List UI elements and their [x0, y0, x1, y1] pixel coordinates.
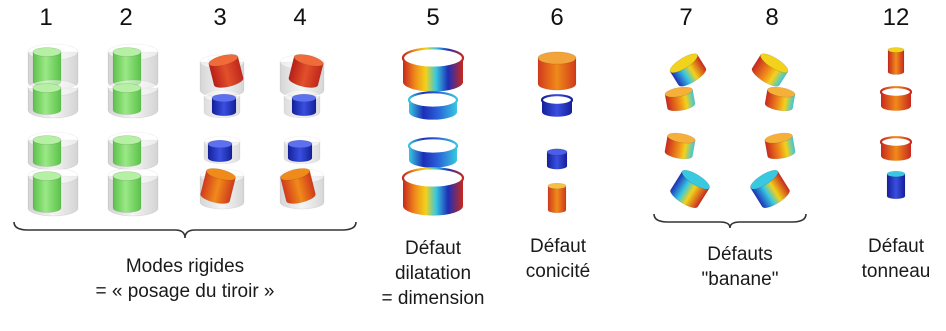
mode3-blue-upper [211, 93, 237, 117]
mode7-lower [664, 132, 696, 160]
label-dilatation: Défaut dilatation = dimension [358, 236, 508, 311]
mode4-red-bottom [280, 168, 316, 204]
label-dilatation-line2: dilatation [394, 263, 472, 284]
mode4-blue-lower [287, 139, 313, 163]
mode7-upper [664, 86, 696, 112]
mode6-top [537, 51, 577, 91]
mode-number-3: 3 [213, 4, 227, 31]
brace-banane [653, 213, 807, 229]
mode8-upper [764, 86, 796, 112]
mode8-lower [764, 132, 796, 160]
label-banane-line1: Défauts [707, 244, 773, 265]
mode4-red-top [288, 54, 324, 88]
mode2-green-cylinder-2 [112, 83, 142, 115]
mode7-bottom [670, 169, 710, 209]
mode1-green-cylinder-3 [32, 135, 62, 167]
mode5-ring-2 [407, 91, 459, 120]
label-conicite-line1: Défaut [530, 236, 586, 257]
mode-number-7: 7 [679, 4, 693, 31]
label-rigid-line2: = « posage du tiroir » [95, 281, 275, 302]
label-dilatation-line3: = dimension [381, 288, 485, 309]
mode6-ring [540, 94, 574, 117]
mode1-green-cylinder-4 [32, 171, 62, 213]
mode2-green-cylinder-3 [112, 135, 142, 167]
mode12-top [887, 47, 905, 75]
mode8-top [751, 53, 789, 87]
mode4-blue-upper [291, 93, 317, 117]
mode12-ring-1 [879, 86, 913, 111]
label-rigid-modes: Modes rigides = « posage du tiroir » [60, 254, 310, 304]
mode-number-4: 4 [293, 4, 307, 31]
mode-number-8: 8 [765, 4, 779, 31]
mode6-lower [546, 148, 568, 170]
mode5-ring-1 [401, 47, 465, 92]
mode3-red-bottom [200, 168, 236, 204]
label-dilatation-line1: Défaut [405, 238, 461, 259]
mode3-blue-lower [207, 139, 233, 163]
label-tonneau-line1: Défaut [868, 236, 924, 257]
label-banane-line2: "banane" [701, 269, 779, 290]
mode7-top [669, 53, 707, 87]
label-conicite: Défaut conicité [508, 234, 608, 284]
mode-number-1: 1 [39, 4, 53, 31]
mode5-ring-4 [401, 167, 465, 216]
label-banane: Défauts "banane" [670, 242, 810, 292]
label-rigid-line1: Modes rigides [125, 256, 245, 277]
mode-number-12: 12 [882, 4, 910, 31]
mode1-green-cylinder-2 [32, 83, 62, 115]
mode-number-2: 2 [119, 4, 133, 31]
mode1-green-cylinder-1 [32, 47, 62, 87]
mode6-bottom [547, 182, 567, 214]
label-conicite-line2: conicité [525, 261, 591, 282]
mode2-green-cylinder-4 [112, 171, 142, 213]
mode-number-5: 5 [426, 4, 440, 31]
brace-rigid-modes [13, 221, 357, 239]
mode-number-6: 6 [550, 4, 564, 31]
mode8-bottom [750, 169, 790, 209]
label-tonneau-line2: tonneau [861, 261, 931, 282]
mode12-bottom [886, 170, 906, 200]
mode3-red-top [208, 54, 244, 88]
label-tonneau: Défaut tonneau [846, 234, 946, 284]
mode5-ring-3 [407, 137, 459, 168]
mode2-green-cylinder-1 [112, 47, 142, 87]
mode12-ring-2 [879, 136, 913, 161]
